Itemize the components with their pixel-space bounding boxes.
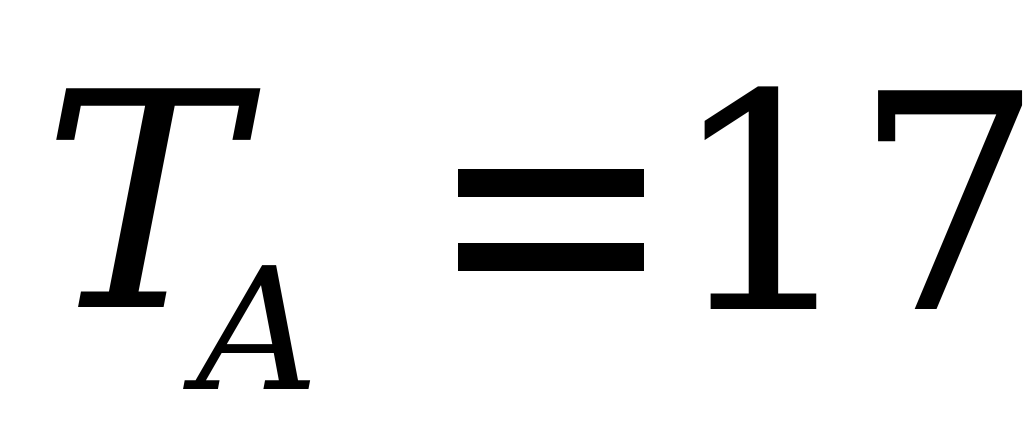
equals-sign [458,169,644,271]
equals-sign-top-bar [458,169,644,197]
formula-subscript: A [196,232,319,430]
formula-value: 17 [668,31,1024,380]
formula-variable: T [42,29,243,378]
equals-sign-bottom-bar [458,243,644,271]
